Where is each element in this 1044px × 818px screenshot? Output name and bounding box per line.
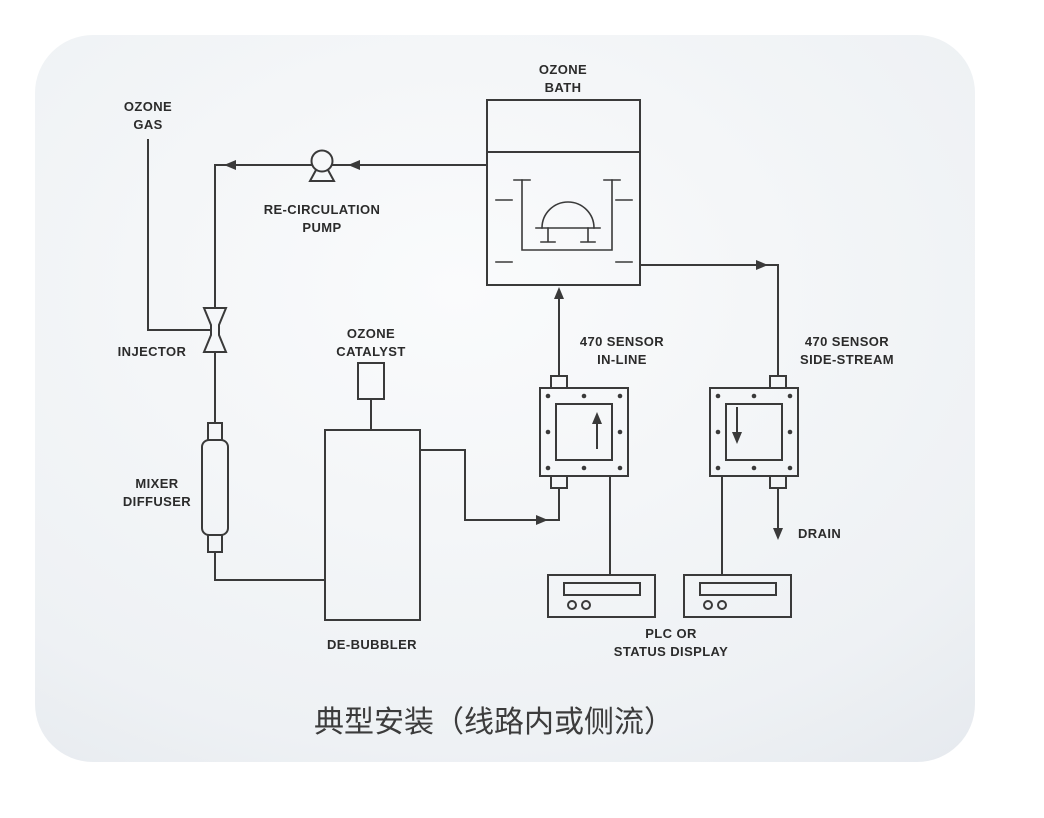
display-inline-shape bbox=[547, 574, 656, 618]
pipe-debubbler-to-inline-sensor bbox=[419, 449, 560, 521]
pump-icon bbox=[308, 149, 336, 182]
arrow-up-into-bath-icon bbox=[554, 287, 564, 299]
display-sidestream-shape bbox=[683, 574, 792, 618]
de-bubbler-shape bbox=[324, 429, 421, 621]
piping-lines bbox=[147, 139, 779, 581]
ozone-gas-pipe bbox=[147, 139, 212, 331]
recirculation-pump-label-line2: PUMP bbox=[302, 220, 341, 235]
ozone-bath-label: OZONE bbox=[539, 62, 587, 77]
inline-sensor-bolts bbox=[545, 393, 623, 471]
inline-sensor-shape bbox=[539, 375, 629, 489]
sidestream-flow-down-arrow-icon bbox=[732, 432, 742, 444]
flow-arrows bbox=[224, 160, 783, 540]
inline-flow-up-arrow-icon bbox=[592, 412, 602, 424]
ozone-catalyst-label-line2: CATALYST bbox=[336, 344, 405, 359]
caption-title: 典型安装（线路内或侧流） bbox=[314, 706, 674, 739]
arrow-left-to-pump-icon bbox=[348, 160, 360, 170]
plc-display-label: PLC OR bbox=[645, 626, 697, 641]
de-bubbler-label: DE-BUBBLER bbox=[327, 637, 417, 652]
sidestream-sensor-label: 470 SENSOR bbox=[805, 334, 889, 349]
mixer-diffuser-shape bbox=[201, 422, 229, 553]
arrow-down-drain-icon bbox=[773, 528, 783, 540]
injector-shape bbox=[202, 307, 228, 353]
arrow-left-at-corner-icon bbox=[224, 160, 236, 170]
plc-display-label-line2: STATUS DISPLAY bbox=[614, 644, 728, 659]
pipe-mixer-to-debubbler bbox=[214, 551, 326, 581]
sidestream-sensor-bolts bbox=[715, 393, 793, 471]
bath-level-ticks bbox=[495, 199, 633, 263]
drain-label: DRAIN bbox=[798, 526, 841, 541]
pipe-bath-to-sidestream-sensor bbox=[639, 264, 779, 377]
return-pipe-pump-to-injector bbox=[214, 164, 312, 309]
inline-sensor-label: 470 SENSOR bbox=[580, 334, 664, 349]
sidestream-sensor-shape bbox=[709, 375, 799, 489]
arrow-right-to-sidestream-icon bbox=[756, 260, 768, 270]
ozone-catalyst-shape bbox=[357, 362, 385, 400]
ozone-gas-label: OZONE bbox=[124, 99, 172, 114]
arrow-right-feed-inline-icon bbox=[536, 515, 548, 525]
ozone-bath-shape bbox=[486, 99, 641, 286]
recirculation-pump-label: RE-CIRCULATION bbox=[264, 202, 381, 217]
bath-inner-vessel bbox=[513, 179, 621, 251]
inline-sensor-label-line2: IN-LINE bbox=[597, 352, 647, 367]
mixer-diffuser-label: MIXER bbox=[135, 476, 178, 491]
ozone-gas-label-line2: GAS bbox=[133, 117, 162, 132]
ozone-catalyst-label: OZONE bbox=[347, 326, 395, 341]
mixer-diffuser-label-line2: DIFFUSER bbox=[123, 494, 191, 509]
ozone-bath-label-line2: BATH bbox=[545, 80, 582, 95]
injector-label: INJECTOR bbox=[118, 344, 187, 359]
diagram-card bbox=[35, 35, 975, 762]
sidestream-sensor-label-line2: SIDE-STREAM bbox=[800, 352, 894, 367]
